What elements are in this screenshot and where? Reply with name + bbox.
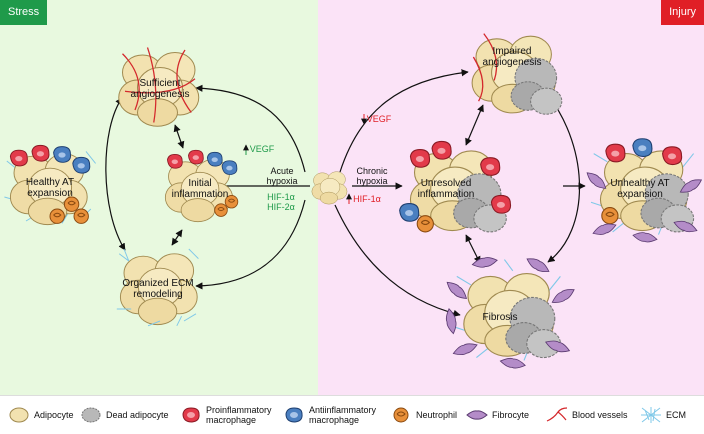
legend-label: Dead adipocyte	[106, 410, 169, 420]
legend-item-proinflammatory-macrophage: Proinflammatory macrophage	[180, 396, 280, 434]
legend-label: Antiinflammatory macrophage	[309, 405, 377, 425]
arrow-impaired-unresolved	[465, 104, 484, 146]
arrow-chronic-to-impaired-angiogenesis	[339, 69, 469, 173]
adipocyte-icon	[9, 407, 29, 423]
impaired-angiogenesis-cluster	[471, 33, 563, 115]
hif-2-alpha-left-label: HIF-2α	[267, 202, 295, 212]
fibrosis-label: Fibrosis	[482, 312, 518, 323]
arrow-unresolved-fibrosis	[465, 234, 481, 264]
chronic-hypoxia-label: Chronic hypoxia	[356, 166, 388, 186]
legend-label: Fibrocyte	[492, 410, 530, 420]
unhealthy-at-expansion-cluster	[583, 138, 704, 245]
hif-1-alpha-right-label: HIF-1α	[353, 194, 381, 204]
unresolved-inflammation-label: Unresolved inflammation	[417, 178, 475, 200]
arrow-acute-to-ecm-remodeling	[195, 199, 306, 290]
sufficient-angiogenesis-cluster	[118, 47, 200, 127]
injury-tag: Injury	[661, 0, 704, 25]
organized-ecm-remodeling-cluster	[116, 248, 199, 327]
initial-inflammation-label: Initial inflammation	[171, 178, 229, 200]
antiinflammatory-macrophage-icon	[285, 407, 303, 423]
vegf-up-label: VEGF	[249, 144, 275, 154]
fibrocyte-icon	[466, 410, 488, 420]
healthy-at-expansion-label: Healthy AT expansion	[25, 177, 75, 199]
organized-ecm-remodeling-label: Organized ECM remodeling	[122, 278, 194, 300]
arrow-angiogenesis-inflammation	[173, 124, 185, 149]
fibrosis-cluster	[443, 254, 577, 371]
legend-label: Proinflammatory macrophage	[206, 405, 272, 425]
arrow-chronic-to-fibrosis	[334, 204, 461, 317]
blood-vessels-icon	[546, 407, 568, 422]
vegf-down-label: VEGF	[366, 114, 392, 124]
acute-hypoxia-label: Acute hypoxia	[266, 166, 298, 186]
arrow-inflammation-ecm	[171, 229, 183, 246]
legend-label: Neutrophil	[416, 410, 458, 420]
legend-item-adipocyte: Adipocyte	[8, 396, 74, 434]
unhealthy-at-expansion-label: Unhealthy AT expansion	[610, 178, 670, 200]
legend-item-antiinflammatory-macrophage: Antiinflammatory macrophage	[283, 396, 387, 434]
sufficient-angiogenesis-label: Sufficient angiogenesis	[130, 78, 190, 100]
impaired-angiogenesis-label: Impaired angiogenesis	[482, 46, 542, 68]
legend-label: Adipocyte	[34, 410, 74, 420]
diagram-canvas	[4, 33, 704, 371]
proinflammatory-macrophage-icon	[182, 407, 200, 423]
legend-item-ecm: ECM	[640, 396, 686, 434]
central-adipocyte-cluster	[311, 171, 348, 205]
legend: Adipocyte Dead adipocyte Proinflammatory…	[0, 395, 704, 434]
arrow-angiogenesis-ecm	[105, 97, 126, 251]
arrow-impaired-fibrosis	[547, 94, 580, 263]
healthy-at-expansion-cluster	[4, 144, 96, 226]
dead-adipocyte-icon	[81, 407, 101, 423]
legend-item-neutrophil: Neutrophil	[390, 396, 457, 434]
legend-item-dead-adipocyte: Dead adipocyte	[80, 396, 169, 434]
neutrophil-icon	[393, 407, 409, 423]
ecm-icon	[641, 407, 661, 423]
arrow-acute-to-sufficient-angiogenesis	[195, 84, 306, 173]
stress-tag: Stress	[0, 0, 48, 25]
hif-1-alpha-left-label: HIF-1α	[267, 192, 295, 202]
legend-item-fibrocyte: Fibrocyte	[466, 396, 529, 434]
legend-label: ECM	[666, 410, 686, 420]
legend-label: Blood vessels	[572, 410, 628, 420]
legend-item-blood-vessels: Blood vessels	[546, 396, 628, 434]
